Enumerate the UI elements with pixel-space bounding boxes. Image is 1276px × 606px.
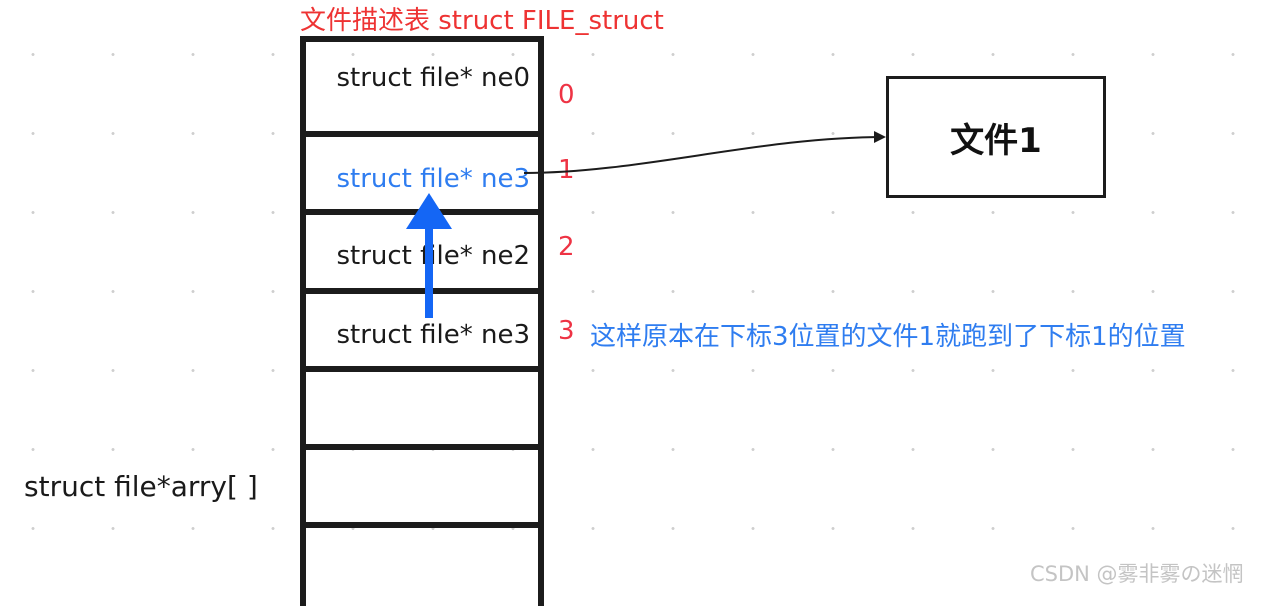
index-0: 0 [558, 80, 575, 110]
row-divider [306, 131, 538, 137]
fd-table: struct file* ne0 struct file* ne3 struct… [300, 36, 544, 606]
index-3: 3 [558, 316, 575, 346]
watermark: CSDN @雾非雾の迷惘 [1030, 562, 1244, 586]
row-divider [306, 366, 538, 372]
move-arrow-shaft [425, 224, 433, 318]
explanation-note: 这样原本在下标3位置的文件1就跑到了下标1的位置 [590, 322, 1186, 352]
pointer-arrow [523, 131, 886, 174]
row-divider [306, 444, 538, 450]
table-title: 文件描述表 struct FILE_struct [300, 6, 664, 36]
row-divider [306, 522, 538, 528]
array-label: struct file*arry[ ] [24, 470, 258, 503]
connector-layer [406, 131, 886, 318]
index-2: 2 [558, 232, 575, 262]
fd-slot-0: struct file* ne0 [336, 63, 530, 93]
row-divider [306, 288, 538, 294]
fd-slot-1: struct file* ne3 [336, 164, 530, 194]
file-1-box: 文件1 [886, 76, 1106, 198]
index-1: 1 [558, 155, 575, 185]
move-arrow-head [406, 193, 452, 229]
fd-slot-2: struct file* ne2 [336, 241, 530, 271]
fd-slot-3: struct file* ne3 [336, 320, 530, 350]
